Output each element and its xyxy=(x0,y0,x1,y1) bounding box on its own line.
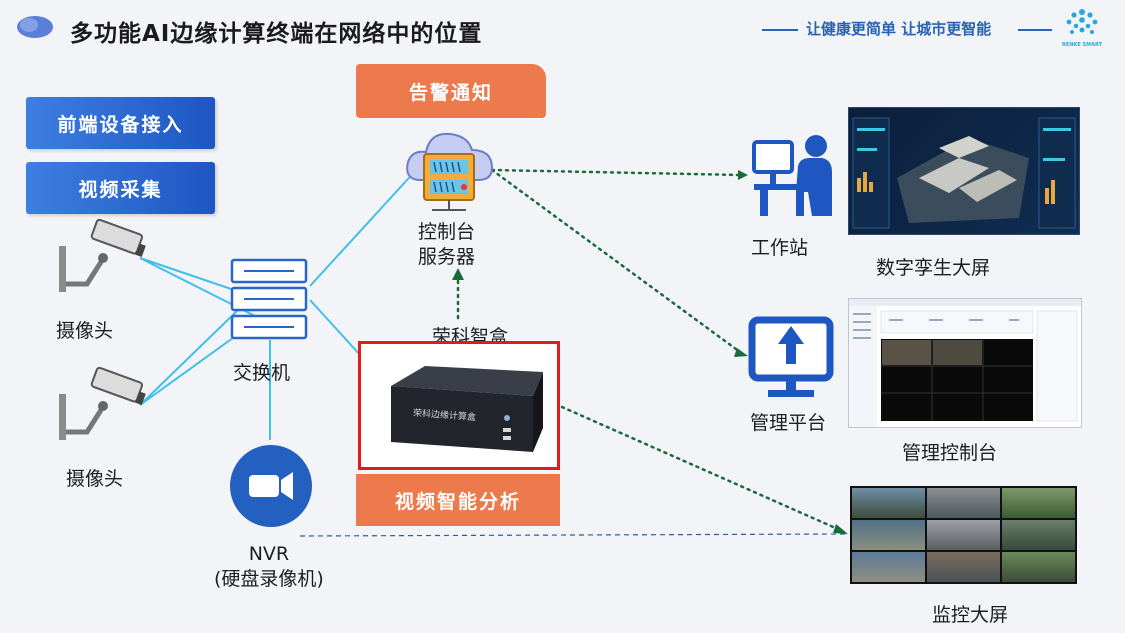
monitor-wall-screen xyxy=(850,486,1077,584)
video-camera-icon xyxy=(230,445,312,527)
digital-twin-screen xyxy=(848,107,1080,235)
workstation-icon xyxy=(752,135,832,216)
nvr-label-line1: NVR xyxy=(248,543,290,565)
edge-box-highlight: 荣科边缘计算盒 xyxy=(358,341,560,470)
camera-icon xyxy=(59,366,146,440)
slogan-line-left xyxy=(762,29,798,31)
camera-label-2: 摄像头 xyxy=(66,468,124,490)
workstation-label: 工作站 xyxy=(751,237,809,259)
brand-logo: RENKE SMART xyxy=(1060,6,1104,50)
nvr-label-line2: (硬盘录像机) xyxy=(214,568,324,590)
digital-twin-label: 数字孪生大屏 xyxy=(876,257,991,279)
alarm-notice-box: 告警通知 xyxy=(356,64,546,118)
cloud-server-icon xyxy=(406,132,494,211)
video-capture-box: 视频采集 xyxy=(26,162,215,214)
title-blob-icon xyxy=(17,16,53,38)
server-label-line1: 控制台 xyxy=(418,221,476,243)
video-analysis-box: 视频智能分析 xyxy=(356,474,560,526)
camera-icon xyxy=(59,218,146,292)
logo-text: RENKE SMART xyxy=(1062,42,1102,48)
nvr-label: NVR (硬盘录像机) xyxy=(214,542,324,592)
server-label: 控制台 服务器 xyxy=(418,220,475,270)
edge-computing-box-icon xyxy=(391,366,543,452)
mgmt-console-screen xyxy=(848,298,1082,428)
monitor-wall-label: 监控大屏 xyxy=(932,604,1009,626)
mgmt-platform-label: 管理平台 xyxy=(750,412,827,434)
frontend-access-box: 前端设备接入 xyxy=(26,97,215,149)
switch-label: 交换机 xyxy=(233,362,291,384)
monitor-upload-icon xyxy=(748,316,834,397)
slogan: 让健康更简单 让城市更智能 xyxy=(806,20,992,38)
mgmt-console-label: 管理控制台 xyxy=(902,442,998,464)
page-title: 多功能AI边缘计算终端在网络中的位置 xyxy=(70,21,483,47)
switch-icon xyxy=(230,258,308,340)
slogan-line-right xyxy=(1018,29,1052,31)
server-label-line2: 服务器 xyxy=(418,246,476,268)
camera-label-1: 摄像头 xyxy=(56,320,114,342)
